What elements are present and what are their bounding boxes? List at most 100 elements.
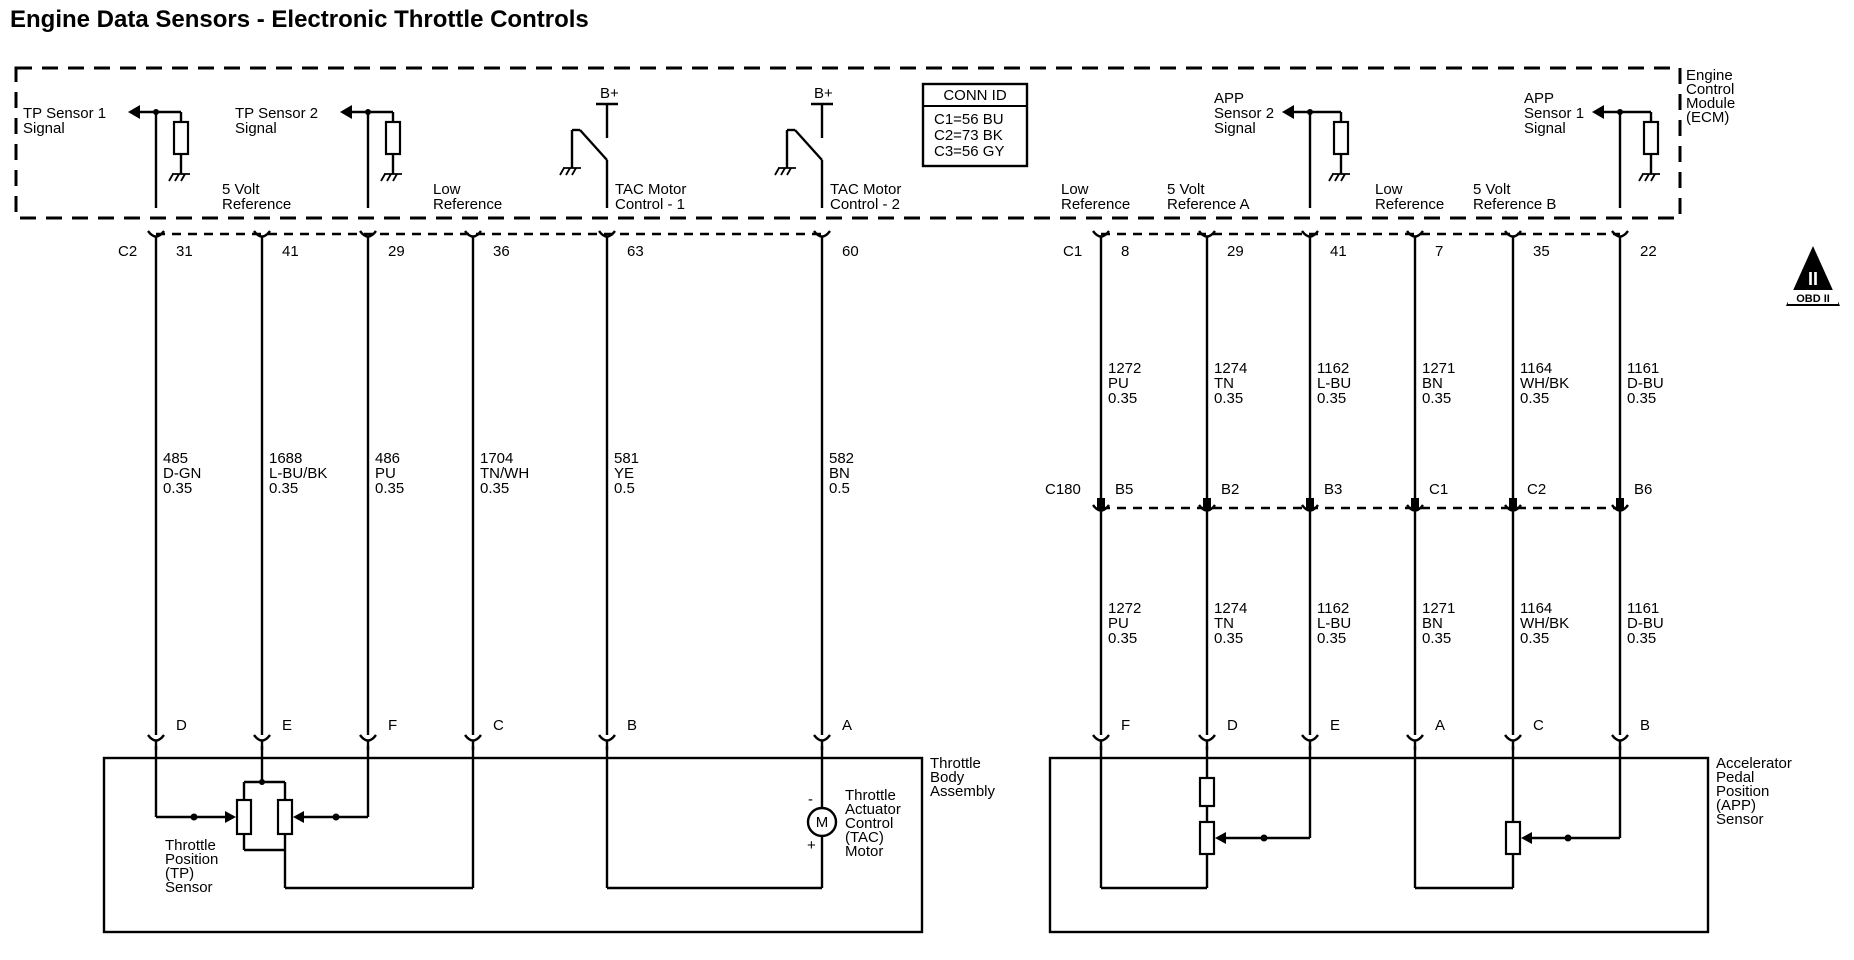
text-line: TP Sensor 1 xyxy=(23,105,106,122)
text-line: PU xyxy=(1108,615,1129,632)
text-line: Reference xyxy=(1375,196,1444,213)
text-line: (TAC) xyxy=(845,829,884,846)
ecm-tac1-driver: B+ xyxy=(559,85,619,208)
device-pin-letter: B xyxy=(1640,717,1650,734)
ecm-terminal xyxy=(1406,230,1424,238)
conn-id-header: CONN ID xyxy=(943,87,1007,104)
text-line: PU xyxy=(1108,375,1129,392)
text-line: 0.35 xyxy=(1108,390,1137,407)
text-line: TAC Motor xyxy=(615,181,686,198)
text-line: 0.35 xyxy=(1520,630,1549,647)
ecm-pin-number: 31 xyxy=(176,243,193,260)
ecm-app1-signal-circuit xyxy=(1592,105,1660,208)
device-pin-letter: A xyxy=(842,717,852,734)
tac1-supply-label: B+ xyxy=(600,85,619,102)
text-line: TN/WH xyxy=(480,465,529,482)
text-line: 582 xyxy=(829,450,854,467)
text-line: Actuator xyxy=(845,801,901,818)
text-line: PU xyxy=(375,465,396,482)
text-line: Throttle xyxy=(930,755,981,772)
device-terminal xyxy=(1406,734,1424,742)
text-line: L-BU xyxy=(1317,615,1351,632)
text-line: 0.35 xyxy=(375,480,404,497)
text-line: Reference xyxy=(433,196,502,213)
tp2-resistor xyxy=(276,798,294,836)
text-line: WH/BK xyxy=(1520,375,1569,392)
text-line: Engine xyxy=(1686,67,1733,84)
text-line: Signal xyxy=(235,120,277,137)
device-terminal xyxy=(1611,734,1629,742)
obd-badge-bottom: OBD II xyxy=(1796,293,1830,305)
text-line: 1688 xyxy=(269,450,302,467)
ecm-terminal xyxy=(1198,230,1216,238)
text-line: Sensor xyxy=(165,879,213,896)
text-line: 0.35 xyxy=(269,480,298,497)
text-line: 0.35 xyxy=(1317,630,1346,647)
ecm-pin-number: 22 xyxy=(1640,243,1657,260)
text-line: 0.35 xyxy=(1627,390,1656,407)
text-line: BN xyxy=(1422,615,1443,632)
tp1-resistor xyxy=(235,798,253,836)
text-line: Reference xyxy=(222,196,291,213)
text-line: Position xyxy=(1716,783,1769,800)
ecm-pin-number: 60 xyxy=(842,243,859,260)
text-line: (APP) xyxy=(1716,797,1756,814)
c180-socket xyxy=(1092,504,1110,512)
c180-socket xyxy=(1198,504,1216,512)
tac-motor-symbol xyxy=(806,806,838,838)
c180-socket xyxy=(1406,504,1424,512)
ecm-pin-number: 41 xyxy=(282,243,299,260)
ecm-terminal xyxy=(1611,230,1629,238)
device-terminal xyxy=(813,734,831,742)
device-pin-letter: D xyxy=(176,717,187,734)
text-line: Low xyxy=(1061,181,1089,198)
device-terminal xyxy=(1504,734,1522,742)
text-line: 1162 xyxy=(1317,600,1349,617)
text-line: D-GN xyxy=(163,465,201,482)
device-pin-letter: B xyxy=(627,717,637,734)
device-terminal xyxy=(253,734,271,742)
text-line: Throttle xyxy=(165,837,216,854)
text-line: Reference xyxy=(1061,196,1130,213)
text-line: D-BU xyxy=(1627,375,1664,392)
ecm-terminal xyxy=(1301,230,1319,238)
ecm-terminal xyxy=(359,230,377,238)
app2-potentiometer xyxy=(1198,820,1216,856)
ecm-terminal xyxy=(1504,230,1522,238)
text-line: TAC Motor xyxy=(830,181,901,198)
text-line: APP xyxy=(1214,90,1244,107)
text-line: Sensor 2 xyxy=(1214,105,1274,122)
text-line: Body xyxy=(930,769,965,786)
c180-pin-number: B5 xyxy=(1115,481,1133,498)
text-line: 0.35 xyxy=(1627,630,1656,647)
text-line: 486 xyxy=(375,450,400,467)
device-pin-letter: C xyxy=(1533,717,1544,734)
text-line: TN xyxy=(1214,375,1234,392)
c180-pin-number: C2 xyxy=(1527,481,1546,498)
ecm-terminal xyxy=(147,230,165,238)
motor-plus: + xyxy=(807,837,816,854)
c180-terminal xyxy=(1306,498,1314,510)
ecm-pin-number: 8 xyxy=(1121,243,1129,260)
